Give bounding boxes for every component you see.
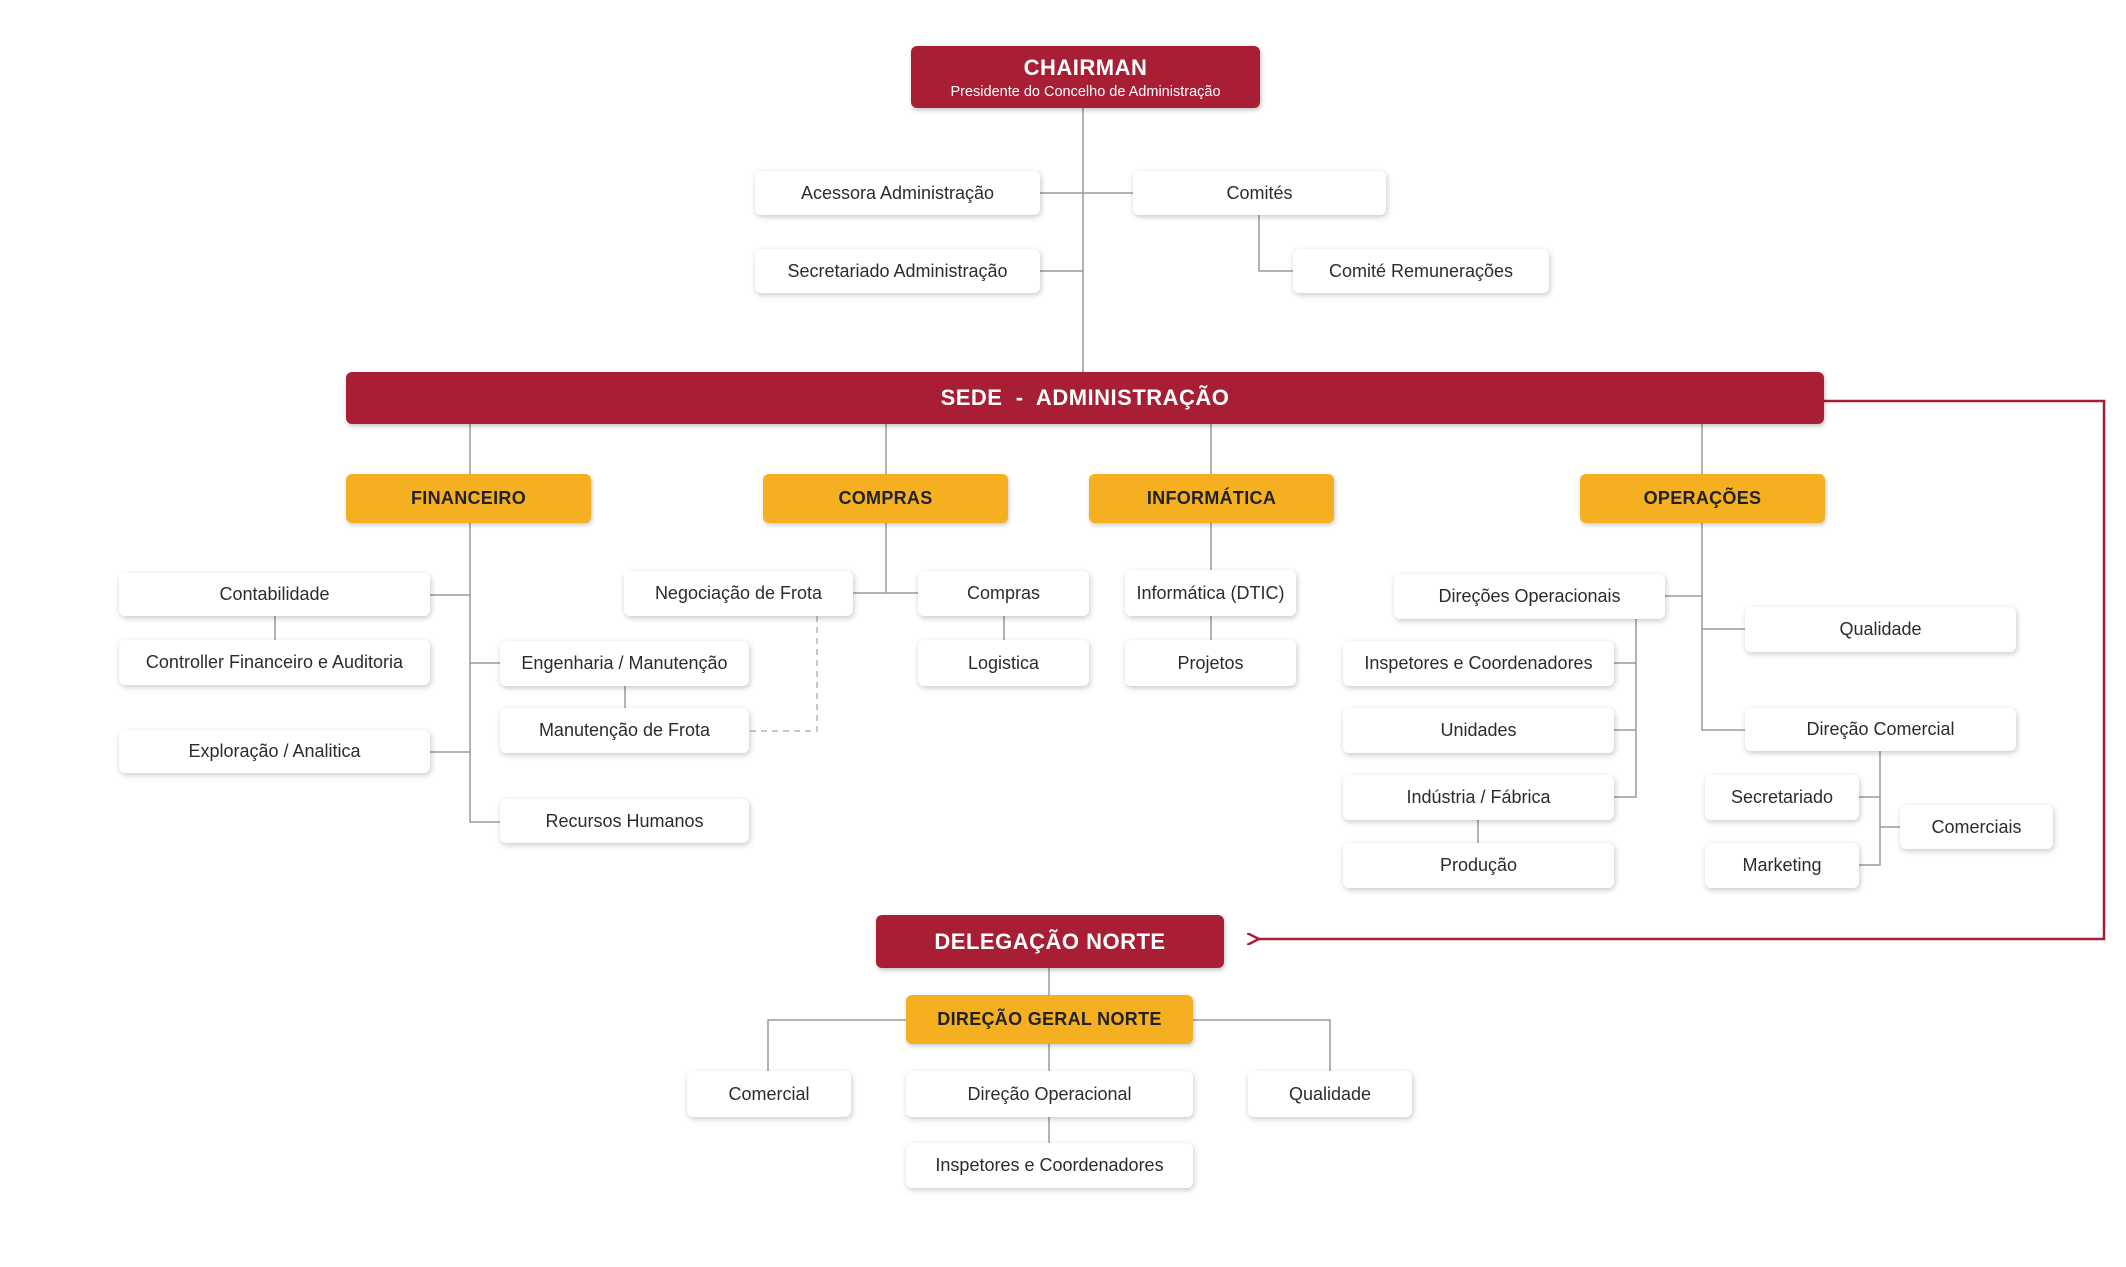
operacoes-header: OPERAÇÕES (1580, 474, 1825, 523)
operacoes-trunk-line (1701, 523, 1745, 731)
direcao-operacional-box: Direção Operacional (906, 1071, 1193, 1117)
compras-box: Compras (918, 571, 1089, 616)
direcao-comercial-box: Direção Comercial (1745, 708, 2016, 751)
direcoes-subtree-line (1614, 619, 1637, 798)
delegacao-norte-box: DELEGAÇÃO NORTE (876, 915, 1224, 968)
compras-header: COMPRAS (763, 474, 1008, 523)
industria-fabrica-box: Indústria / Fábrica (1343, 775, 1614, 820)
exploracao-analitica-box: Exploração / Analitica (119, 730, 430, 773)
acessora-administracao-box: Acessora Administração (755, 171, 1040, 215)
financeiro-trunk-line (469, 523, 500, 823)
sede-administracao-box: SEDE - ADMINISTRAÇÃO (346, 372, 1824, 424)
negociacao-manutencao-dashed-line (750, 616, 818, 732)
qualidade-norte-box: Qualidade (1248, 1071, 1412, 1117)
financeiro-header: FINANCEIRO (346, 474, 591, 523)
marketing-box: Marketing (1705, 843, 1859, 888)
comites-line (1258, 214, 1293, 272)
producao-box: Produção (1343, 843, 1614, 888)
informatica-header: INFORMÁTICA (1089, 474, 1334, 523)
chairman-box: CHAIRMAN Presidente do Concelho de Admin… (911, 46, 1260, 108)
comite-remuneracoes-box: Comité Remunerações (1293, 249, 1549, 293)
recursos-humanos-box: Recursos Humanos (500, 799, 749, 843)
negociacao-frota-box: Negociação de Frota (624, 571, 853, 616)
controller-financeiro-box: Controller Financeiro e Auditoria (119, 640, 430, 685)
direcoes-operacionais-box: Direções Operacionais (1394, 574, 1665, 619)
engenharia-manutencao-box: Engenharia / Manutenção (500, 641, 749, 686)
direcao-geral-norte-header: DIREÇÃO GERAL NORTE (906, 995, 1193, 1044)
unidades-box: Unidades (1343, 708, 1614, 753)
informatica-dtic-box: Informática (DTIC) (1125, 570, 1296, 616)
comerciais-box: Comerciais (1900, 805, 2053, 849)
chairman-subtitle: Presidente do Concelho de Administração (950, 83, 1221, 100)
comercial-subtree-line (1859, 751, 1881, 866)
chairman-title: CHAIRMAN (1023, 54, 1148, 80)
manutencao-frota-box: Manutenção de Frota (500, 708, 749, 753)
secretariado-box: Secretariado (1705, 775, 1859, 820)
projetos-box: Projetos (1125, 640, 1296, 686)
secretariado-administracao-box: Secretariado Administração (755, 249, 1040, 293)
qualidade-box: Qualidade (1745, 607, 2016, 652)
contabilidade-box: Contabilidade (119, 573, 430, 616)
comercial-box: Comercial (687, 1071, 851, 1117)
inspetores-coordenadores-box: Inspetores e Coordenadores (1343, 641, 1614, 686)
inspetores-norte-box: Inspetores e Coordenadores (906, 1143, 1193, 1188)
logistica-box: Logistica (918, 640, 1089, 686)
delegacao-arrow-line (1257, 399, 2106, 939)
comites-box: Comités (1133, 171, 1386, 215)
